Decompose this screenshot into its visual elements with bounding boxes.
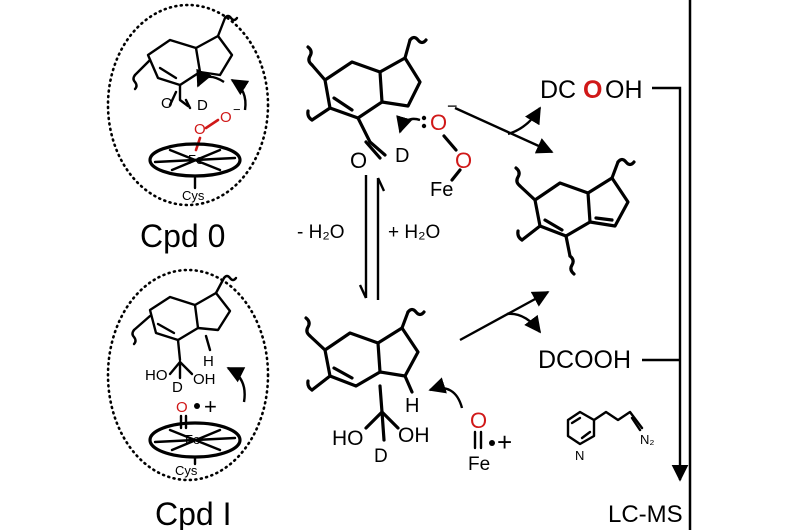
- hydration-equilibrium: - H₂O + H₂O: [297, 175, 440, 300]
- peroxo-fe-label: Fe: [430, 179, 453, 201]
- arrow-release-dcooh-bottom: [506, 312, 542, 334]
- cpdI-h-label: H: [203, 353, 214, 370]
- arrow-to-alkene-top: [454, 106, 554, 154]
- arrow-to-alkene-bottom: [459, 290, 550, 342]
- cpdI-fe-label: Fe: [185, 432, 200, 447]
- cpdI-dotted-circle: [106, 268, 270, 482]
- alkene-product: [514, 157, 636, 276]
- lcms-flow-line: [652, 86, 689, 482]
- oxo-plus: +: [497, 427, 512, 457]
- reagent-n2-label: N₂: [640, 432, 654, 447]
- cpdI-cys-label: Cys: [175, 463, 198, 478]
- plus-water-label: + H₂O: [388, 222, 440, 243]
- cpd0-minus: −: [233, 102, 241, 117]
- cpd0-d-label: D: [197, 97, 208, 114]
- peroxo-o-red-1: O: [430, 110, 447, 135]
- cpd0-title: Cpd 0: [140, 218, 225, 254]
- arrow-release-dcooh-top: [507, 106, 542, 136]
- gem-diol-oh-label: OH: [398, 424, 430, 447]
- cpdI-title: Cpd I: [155, 496, 231, 530]
- cpd0-o-red-2: O: [220, 109, 232, 126]
- peroxo-minus: −: [447, 96, 458, 116]
- cpdI-plus: +: [204, 394, 217, 419]
- gem-diol-intermediate: H HO OH D O + Fe: [304, 307, 512, 475]
- dcooh-top: DC O OH: [540, 76, 643, 104]
- peroxo-o-red-2: O: [455, 148, 472, 173]
- reagent-n-label: N: [575, 448, 584, 463]
- cpdI-enzyme-panel: H HO OH D O + Fe Cys: [106, 268, 270, 482]
- diazo-reagent: N N₂: [566, 410, 654, 463]
- minus-water-label: - H₂O: [297, 222, 344, 243]
- dcooh-top-dc: DC: [540, 76, 576, 104]
- cpdI-d-label: D: [172, 379, 183, 396]
- cpd0-heme-ellipse: [148, 142, 242, 178]
- cpd0-dotted-circle: [106, 3, 270, 207]
- cpd0-o-red-1: O: [194, 121, 206, 138]
- lcms-label: LC-MS: [608, 501, 683, 528]
- dcooh-top-oh: OH: [605, 76, 643, 104]
- cpd0-ring-six: [146, 38, 202, 87]
- cpdI-ho-label: HO: [145, 367, 168, 384]
- aldehyde-d-label: D: [395, 145, 409, 167]
- aldehyde-o-label: O: [350, 148, 367, 173]
- dcooh-top-o-labeled: O: [583, 76, 602, 104]
- cpd0-ring-five: [194, 34, 234, 77]
- oxo-fe-label: Fe: [468, 454, 490, 475]
- gem-diol-d-label: D: [374, 446, 388, 467]
- cpd0-fe-label: Fe: [188, 152, 203, 167]
- cpdI-oh-label: OH: [193, 371, 216, 388]
- dcooh-bottom: DCOOH: [538, 346, 631, 374]
- cpd0-o-label: O: [161, 95, 173, 112]
- gem-diol-ho-label: HO: [332, 427, 364, 450]
- aldehyde-intermediate: O D O − O Fe: [306, 35, 472, 201]
- cpd0-enzyme-panel: O D O O − Fe Cys: [106, 3, 270, 207]
- cpdI-o-red: O: [176, 399, 188, 416]
- gem-diol-h-label: H: [405, 395, 419, 417]
- oxo-o-red: O: [470, 408, 487, 433]
- cpd0-cys-label: Cys: [182, 188, 205, 203]
